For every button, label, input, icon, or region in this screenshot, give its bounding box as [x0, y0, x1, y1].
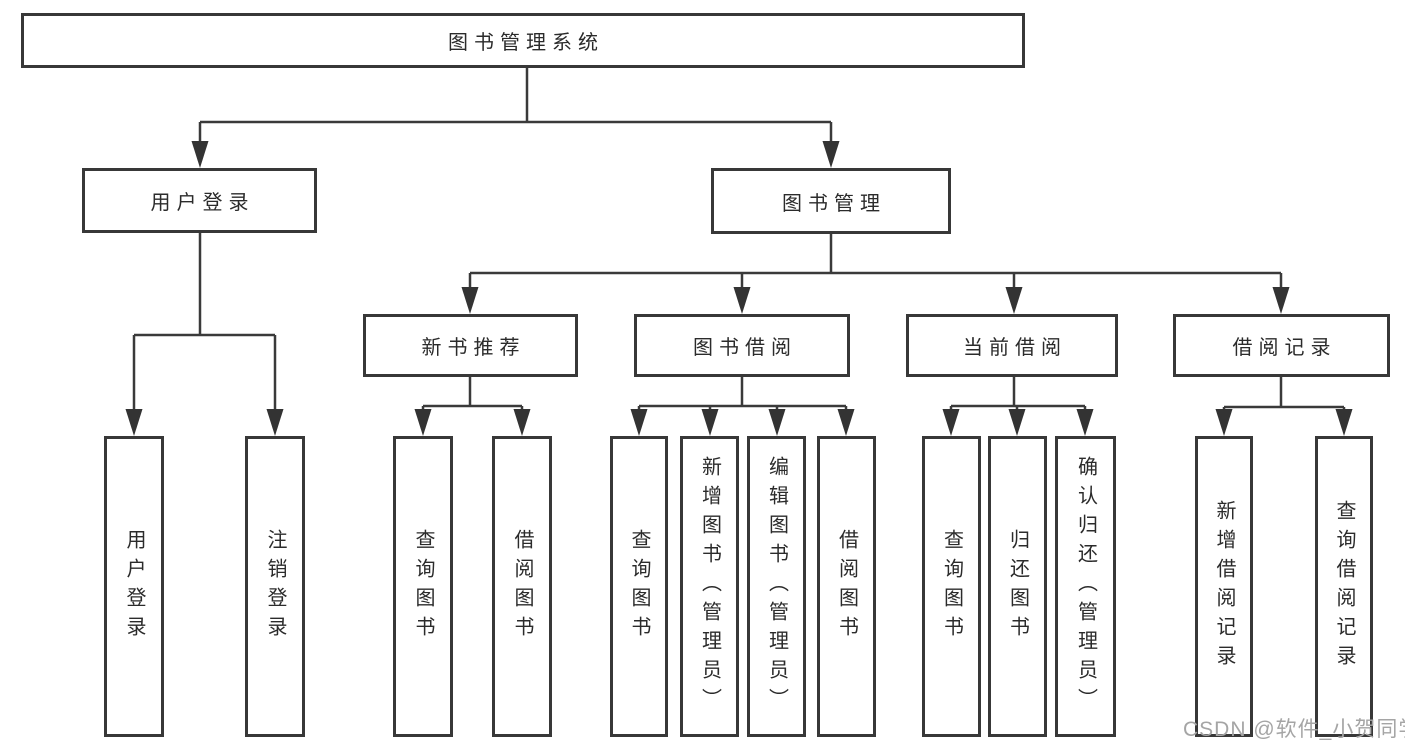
node-logout-action: 注销登录	[245, 436, 305, 737]
node-query-books-recommend-label: 查询图书	[412, 528, 434, 645]
node-borrow-books-label: 借阅图书	[835, 528, 858, 645]
node-query-borrow-record-label: 查询借阅记录	[1333, 499, 1355, 674]
node-query-books-recommend: 查询图书	[393, 436, 453, 737]
node-borrow-books: 借阅图书	[817, 436, 876, 737]
node-new-book-recommend-label: 新书推荐	[421, 337, 526, 359]
node-book-management: 图书管理	[711, 168, 951, 234]
node-confirm-return-admin: 确认归还（管理员）	[1055, 436, 1116, 737]
node-query-books-current: 查询图书	[922, 436, 981, 737]
node-logout-action-label: 注销登录	[264, 528, 286, 645]
node-book-borrowing: 图书借阅	[634, 314, 850, 377]
node-user-login-action: 用户登录	[104, 436, 164, 737]
node-library-system-label: 图书管理系统	[448, 32, 604, 54]
node-user-login-label: 用户登录	[150, 192, 255, 214]
node-user-login: 用户登录	[82, 168, 317, 233]
arrowheads	[125, 141, 1353, 436]
node-new-book-recommend: 新书推荐	[363, 314, 578, 377]
node-add-borrow-record-label: 新增借阅记录	[1213, 499, 1235, 674]
node-query-books-borrow: 查询图书	[610, 436, 668, 737]
node-user-login-action-label: 用户登录	[123, 528, 145, 645]
node-book-management-label: 图书管理	[782, 192, 886, 215]
connector-strokes	[132, 68, 1346, 414]
node-confirm-return-admin-label: 确认归还（管理员）	[1074, 456, 1097, 717]
node-query-borrow-record: 查询借阅记录	[1315, 436, 1373, 737]
node-borrow-records-label: 借阅记录	[1232, 337, 1337, 359]
node-borrow-books-recommend: 借阅图书	[492, 436, 552, 737]
node-current-borrowing: 当前借阅	[906, 314, 1118, 377]
node-edit-books-admin-label: 编辑图书（管理员）	[765, 456, 788, 717]
node-query-books-borrow-label: 查询图书	[628, 528, 650, 645]
node-return-books: 归还图书	[988, 436, 1047, 737]
node-edit-books-admin: 编辑图书（管理员）	[747, 436, 806, 737]
node-book-borrowing-label: 图书借阅	[693, 337, 797, 359]
node-add-books-admin-label: 新增图书（管理员）	[698, 456, 721, 717]
node-borrow-books-recommend-label: 借阅图书	[511, 528, 533, 645]
node-add-books-admin: 新增图书（管理员）	[680, 436, 739, 737]
node-borrow-records: 借阅记录	[1173, 314, 1390, 377]
node-add-borrow-record: 新增借阅记录	[1195, 436, 1253, 737]
node-return-books-label: 归还图书	[1006, 528, 1029, 645]
node-query-books-current-label: 查询图书	[940, 528, 963, 645]
node-library-system: 图书管理系统	[21, 13, 1025, 68]
node-current-borrowing-label: 当前借阅	[963, 337, 1067, 359]
csdn-watermark: CSDN @软件_小贺同学	[1183, 718, 1405, 741]
